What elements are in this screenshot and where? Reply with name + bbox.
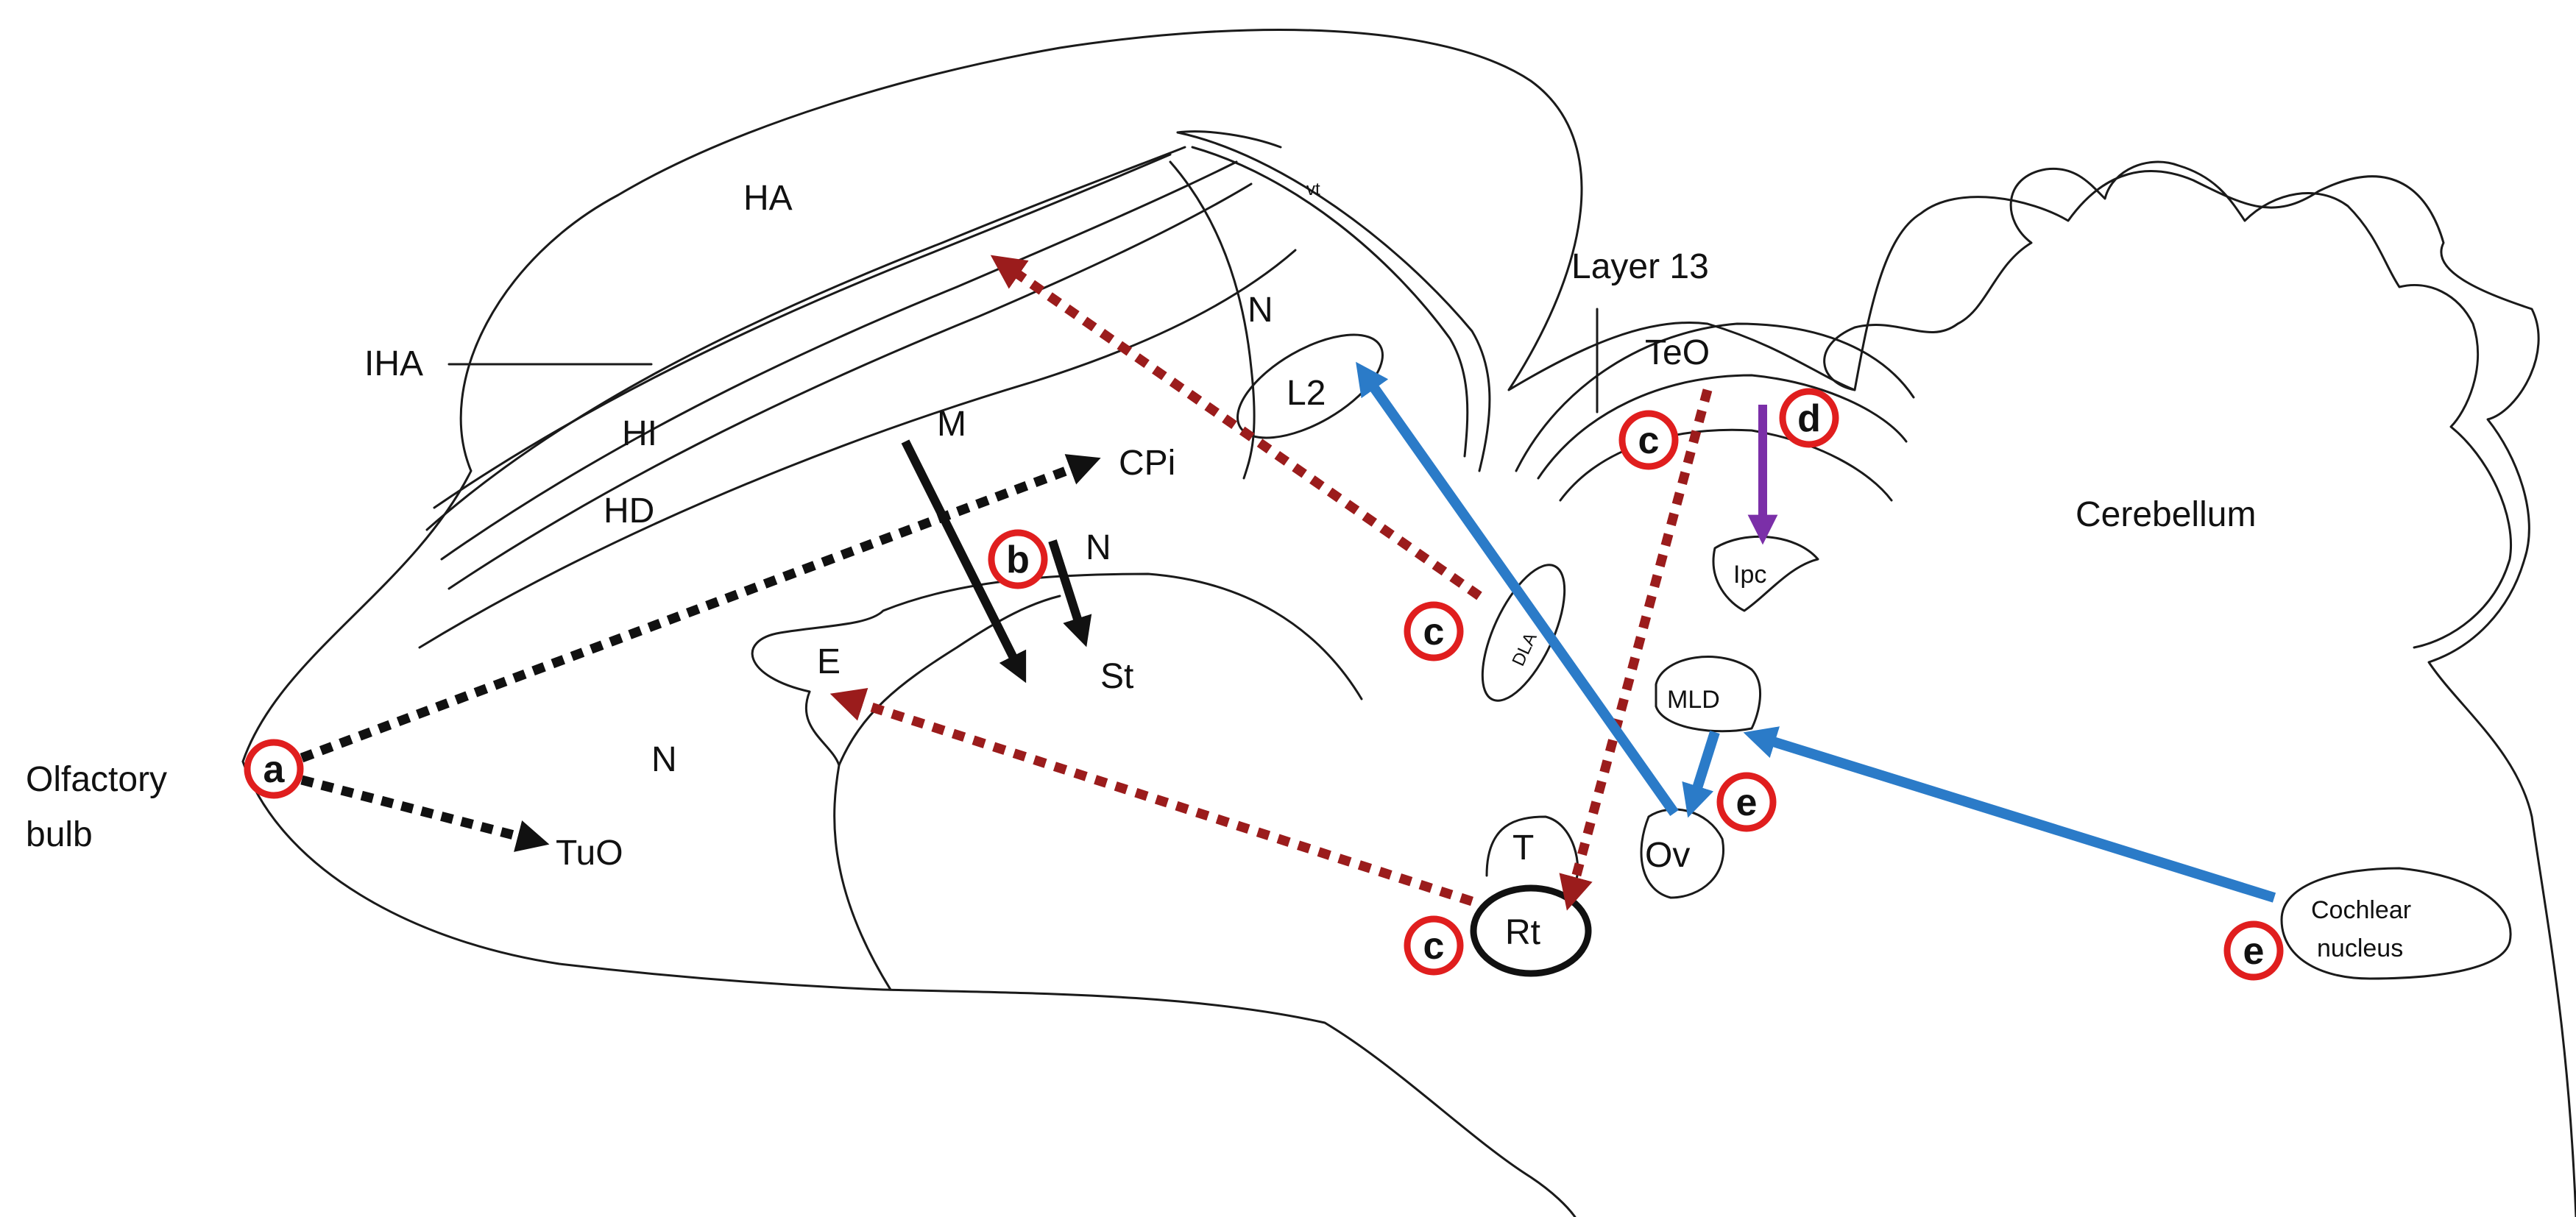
svg-text:c: c	[1423, 611, 1445, 653]
mld-to-ov-arrow	[1682, 730, 1720, 818]
hd-line	[447, 182, 1253, 590]
cochlear-to-mld-arrow	[1743, 726, 2276, 903]
label-layer13: Layer 13	[1571, 247, 1709, 286]
label-t: T	[1512, 829, 1534, 867]
hi-line-middle	[440, 160, 1238, 561]
label-mld: MLD	[1667, 686, 1720, 714]
l2-outline	[1236, 333, 1384, 439]
ov-to-l2-arrow	[1356, 361, 1679, 817]
dla-to-hyperpallium-arrow	[990, 255, 1482, 600]
svg-text:b: b	[1006, 539, 1030, 581]
hd-lower-line	[418, 249, 1297, 649]
t-outline	[1485, 815, 1579, 884]
label-iha: IHA	[364, 344, 423, 383]
label-vt: vt	[1306, 180, 1320, 199]
teo-to-rt-arrow	[1559, 388, 1713, 911]
label-hd: HD	[604, 492, 654, 531]
label-olfactory-bulb-line2: bulb	[26, 815, 93, 854]
label-ov: Ov	[1645, 836, 1690, 875]
cerebellum-outline	[1823, 160, 2512, 649]
label-cochlear-line2: nucleus	[2317, 934, 2403, 962]
label-m: M	[937, 405, 966, 444]
hi-line-upper	[433, 153, 1172, 509]
badge-c-teo: c	[1618, 410, 1679, 470]
badge-a: a	[244, 739, 304, 799]
e-region-outline	[804, 690, 841, 767]
nidopallium-inner-line	[1169, 160, 1256, 480]
region-labels: HA IHA HI HD M N N N CPi St E TuO Olfact…	[26, 179, 2411, 962]
brain-outer-outline	[241, 29, 2576, 1217]
badge-c-dla: c	[1404, 601, 1464, 661]
tectum-layer13	[1537, 374, 1908, 480]
ha-boundary	[425, 146, 1186, 531]
label-rt: Rt	[1505, 913, 1540, 952]
rt-to-e-arrow	[829, 687, 1474, 906]
badge-c-rt: c	[1404, 915, 1464, 976]
svg-text:c: c	[1638, 419, 1660, 462]
label-hi: HI	[622, 414, 657, 453]
olfactory-to-cpi-arrow	[300, 454, 1101, 763]
vt-line-inner	[1191, 146, 1469, 458]
tectum-outer	[1515, 322, 1915, 472]
vt-line-cap	[1176, 130, 1282, 149]
svg-text:e: e	[1736, 781, 1758, 824]
badge-d: d	[1779, 388, 1839, 448]
label-st: St	[1100, 657, 1133, 696]
e-region-cup	[838, 595, 1061, 767]
svg-text:e: e	[2243, 930, 2265, 973]
vt-line-outer	[1176, 131, 1491, 472]
svg-text:a: a	[263, 748, 286, 791]
b-to-st-arrow	[1048, 539, 1092, 647]
label-n-middle: N	[1086, 528, 1111, 567]
m-to-st-arrow	[901, 439, 1027, 684]
rt-outline	[1470, 884, 1592, 977]
cochlear-nucleus-outline	[2280, 867, 2512, 980]
tectum-inner	[1559, 428, 1893, 502]
striatum-outline	[751, 572, 1363, 700]
label-l2: L2	[1287, 374, 1326, 413]
label-teo: TeO	[1645, 333, 1710, 372]
striatum-lower-line	[833, 764, 892, 991]
svg-text:d: d	[1797, 397, 1821, 440]
label-cochlear-line1: Cochlear	[2311, 896, 2411, 924]
badge-e-cochlear: e	[2223, 920, 2284, 981]
label-cerebellum: Cerebellum	[2076, 495, 2256, 534]
label-e: E	[817, 642, 841, 681]
pathway-arrows	[300, 255, 2276, 911]
mld-outline	[1655, 656, 1762, 733]
label-dla: DLA	[1508, 630, 1540, 670]
brain-lower-outline	[241, 760, 1577, 1217]
label-tuo: TuO	[556, 834, 623, 873]
badge-e-ov: e	[1716, 772, 1777, 832]
label-olfactory-bulb-line1: Olfactory	[26, 760, 167, 799]
olfactory-to-tuo-arrow	[300, 775, 550, 852]
label-cpi: CPi	[1119, 444, 1175, 483]
label-n-lower: N	[651, 740, 677, 779]
label-ha: HA	[743, 179, 793, 218]
letter-badges: a b c c c d e e	[244, 388, 2284, 981]
label-ipc: Ipc	[1733, 561, 1766, 589]
label-n-upper: N	[1248, 291, 1273, 330]
svg-text:c: c	[1423, 925, 1445, 968]
badge-b: b	[988, 529, 1048, 589]
